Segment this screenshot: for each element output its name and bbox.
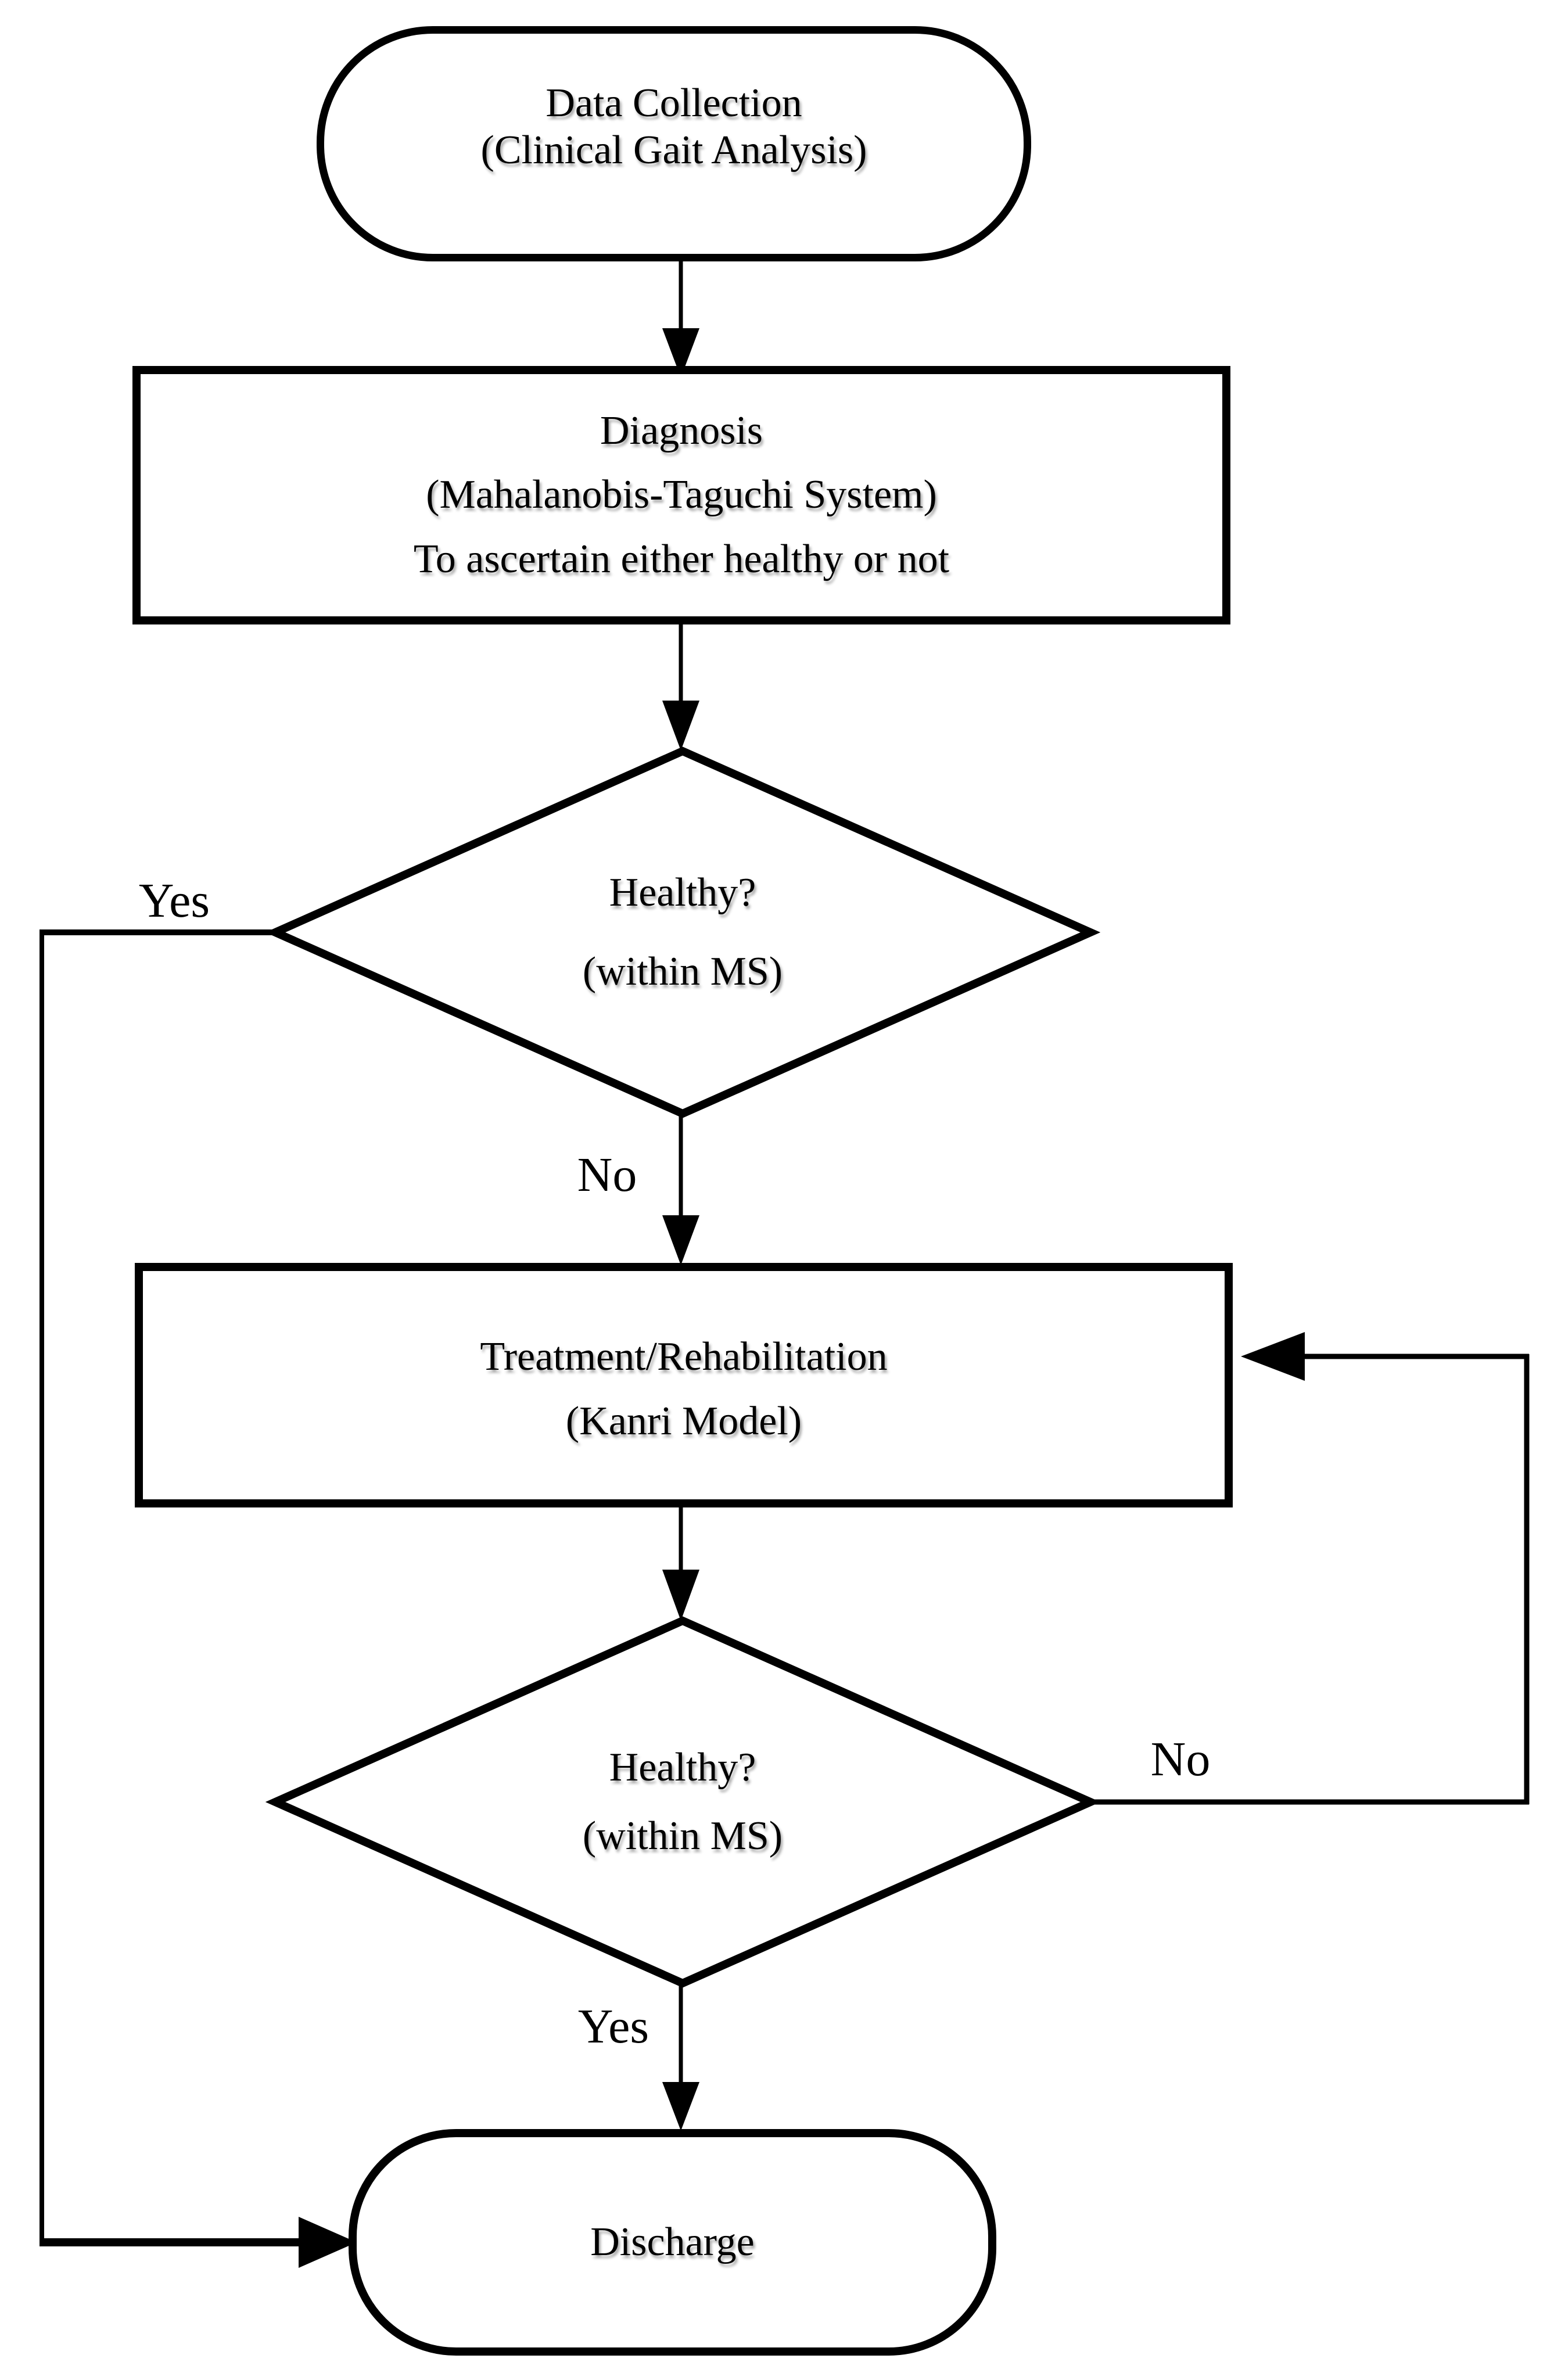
decision2-diamond-shape (265, 1616, 1101, 1988)
arrowhead-into-diagnosis (662, 328, 699, 378)
start-node: Data Collection (Clinical Gait Analysis) (317, 26, 1031, 261)
diagnosis-node: Diagnosis (Mahalanobis-Taguchi System) T… (132, 366, 1230, 624)
start-node-line2: (Clinical Gait Analysis) (480, 127, 867, 173)
decision2-line1: Healthy? (609, 1744, 756, 1790)
decision1-yes-label: Yes (138, 873, 210, 928)
arrowhead-into-discharge-left (299, 2217, 357, 2268)
discharge-node-line1: Discharge (590, 2219, 755, 2264)
arrowhead-into-decision1 (662, 701, 699, 751)
decision1-line2: (within MS) (582, 949, 783, 994)
diagnosis-node-line2: (Mahalanobis-Taguchi System) (426, 472, 937, 518)
decision2-yes-label: Yes (577, 1999, 649, 2054)
arrowhead-into-discharge-top (662, 2082, 699, 2131)
diagnosis-node-line3: To ascertain either healthy or not (413, 536, 950, 581)
decision1-line1: Healthy? (609, 870, 756, 915)
decision2-node: Healthy? (within MS) (392, 1715, 973, 1889)
arrowhead-into-decision2 (662, 1570, 699, 1621)
treatment-node: Treatment/Rehabilitation (Kanri Model) (135, 1263, 1233, 1507)
arrowhead-into-treatment-right (1241, 1332, 1305, 1381)
decision1-diamond-shape (265, 746, 1101, 1118)
treatment-node-line2: (Kanri Model) (565, 1398, 802, 1444)
discharge-node: Discharge (349, 2129, 996, 2356)
decision2-line2: (within MS) (582, 1814, 783, 1858)
decision2-no-label: No (1150, 1732, 1211, 1786)
diagnosis-node-line1: Diagnosis (600, 408, 763, 453)
start-node-line1: Data Collection (545, 81, 802, 125)
arrowhead-into-treatment-top (662, 1215, 699, 1265)
treatment-node-line1: Treatment/Rehabilitation (480, 1334, 888, 1379)
decision1-no-label: No (577, 1147, 637, 1202)
decision1-node: Healthy? (within MS) (392, 845, 973, 1020)
